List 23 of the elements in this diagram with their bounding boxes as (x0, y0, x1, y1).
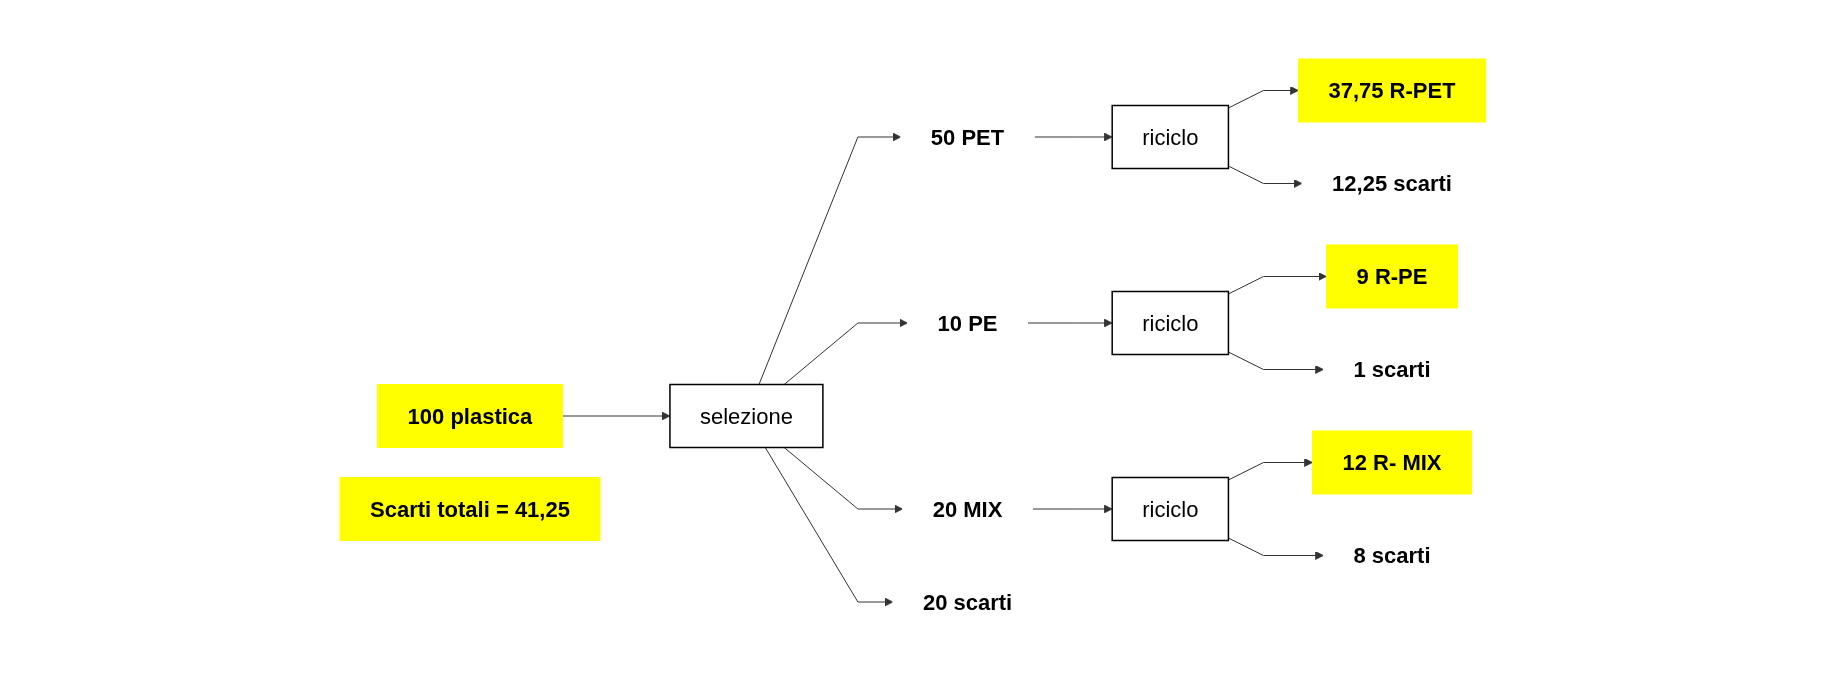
arrow (783, 447, 903, 514)
node-text: 20 MIX (932, 496, 1003, 522)
node-box: selezione (668, 384, 824, 449)
node-box: Scarti totali = 41,25 (339, 477, 601, 542)
node-text: 12,25 scarti (1331, 171, 1452, 197)
node-box: riciclo (1111, 105, 1229, 170)
node-box: 37,75 R-PET (1297, 58, 1486, 123)
node-box: riciclo (1111, 291, 1229, 356)
node-box: riciclo (1111, 477, 1229, 542)
arrow (1227, 165, 1303, 189)
node-box: 100 plastica (376, 384, 563, 449)
node-text: 20 scarti (922, 589, 1012, 615)
arrow (758, 132, 901, 386)
arrow (1227, 351, 1324, 375)
arrow (1227, 537, 1324, 561)
node-text: 10 PE (937, 310, 998, 336)
node-text: 50 PET (930, 124, 1004, 150)
node-box: 9 R-PE (1325, 244, 1458, 309)
arrow (783, 318, 908, 386)
node-box: 12 R- MIX (1311, 430, 1472, 495)
node-text: 8 scarti (1353, 543, 1431, 569)
arrow (764, 447, 893, 607)
node-text: 1 scarti (1353, 357, 1431, 383)
